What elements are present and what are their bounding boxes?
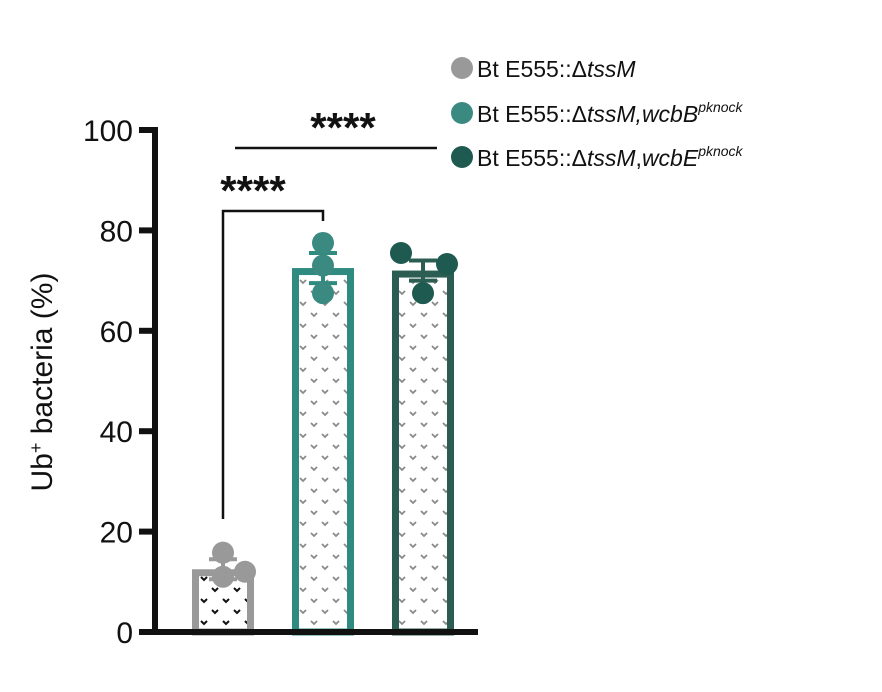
legend-marker — [451, 146, 473, 168]
legend-label: Bt E555::ΔtssM,wcbBpknock — [477, 99, 744, 127]
data-point — [436, 253, 458, 276]
legend-item: Bt E555::ΔtssM,wcbBpknock — [451, 99, 744, 127]
y-tick-label: 40 — [100, 416, 133, 449]
legend-label: Bt E555::ΔtssM — [477, 56, 636, 82]
legend-item: Bt E555::ΔtssM,wcbEpknock — [451, 143, 744, 171]
y-tick-label: 0 — [116, 617, 133, 650]
legend-item: Bt E555::ΔtssM — [451, 56, 636, 82]
legend-marker — [451, 57, 473, 79]
data-point — [212, 541, 234, 564]
y-tick-label: 20 — [100, 517, 133, 550]
bar — [292, 268, 354, 636]
y-tick-label: 80 — [100, 215, 133, 248]
data-point — [212, 565, 234, 588]
significance-bracket — [221, 209, 325, 520]
data-point — [390, 241, 412, 264]
significance-label: **** — [310, 104, 376, 151]
data-point — [312, 282, 334, 305]
y-tick-label: 100 — [83, 115, 133, 148]
bar — [392, 270, 454, 636]
legend-label: Bt E555::ΔtssM,wcbEpknock — [477, 143, 744, 171]
legend-marker — [451, 102, 473, 124]
legend: Bt E555::ΔtssM Bt E555::ΔtssM,wcbBpknock… — [451, 56, 744, 171]
significance-label: **** — [220, 167, 286, 214]
data-point — [312, 231, 334, 254]
y-tick-label: 60 — [100, 316, 133, 349]
data-point — [312, 254, 334, 277]
data-point — [412, 282, 434, 305]
plot-area: 0 20 40 60 80 100 **** **** — [83, 104, 478, 650]
y-axis-label: Ub+ bacteria (%) — [26, 273, 59, 492]
data-point — [234, 560, 256, 583]
